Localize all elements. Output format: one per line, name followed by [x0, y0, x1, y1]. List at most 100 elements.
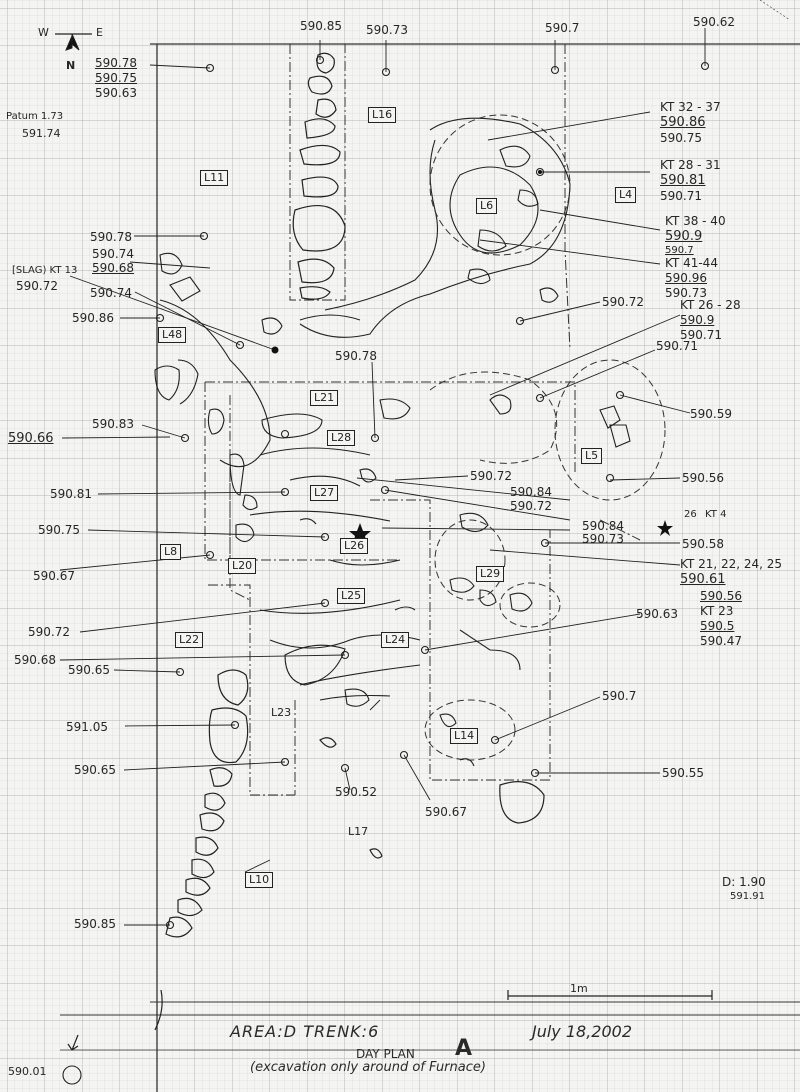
kt-label: KT 32 - 37: [660, 100, 721, 114]
elevation-label: 590.68: [92, 261, 134, 275]
locus-l24: L24: [381, 632, 410, 649]
datum-value: 591.74: [22, 127, 61, 140]
kt-value: 590.9: [665, 229, 703, 244]
locus-l11: L11: [200, 170, 229, 187]
elevation-label: 590.72: [28, 625, 70, 639]
top-elevation-4: 590.62: [693, 15, 735, 29]
compass-west: W: [38, 26, 49, 39]
stack-value: 590.63: [95, 86, 137, 100]
elevation-label: 590.56: [682, 471, 724, 485]
kt-annotation-3: KT 38 - 40 590.9 590.7: [665, 214, 726, 258]
elevation-label: 590.85: [74, 917, 116, 931]
bottom-left-value: 590.01: [8, 1065, 47, 1078]
elevation-label: 590.68: [14, 653, 56, 667]
kt-annotation-7: KT 21, 22, 24, 25 590.61: [680, 557, 782, 588]
kt-value: 590.96: [665, 271, 707, 285]
kt-value: 590.7: [665, 245, 694, 257]
kt-annotation-5: KT 26 - 28 590.9 590.71: [680, 298, 741, 343]
kt-value: 590.5: [700, 619, 735, 633]
elevation-label: 590.81: [50, 487, 92, 501]
elevation-label: 590.74: [90, 286, 132, 300]
kt-label: KT 21, 22, 24, 25: [680, 557, 783, 571]
locus-l23: L23: [271, 706, 292, 719]
locus-l16: L16: [368, 107, 397, 124]
elevation-label: 590.73: [582, 532, 624, 546]
kt-value: 590.56: [700, 589, 742, 603]
elevation-label: 590.52: [335, 785, 377, 799]
locus-l25: L25: [337, 588, 366, 605]
kt-annotation-8: 590.56 KT 23 590.5 590.47: [700, 589, 742, 649]
area-trench-title: AREA:D TRENK:6: [230, 1022, 380, 1041]
elevation-label: 590.86: [72, 311, 114, 325]
elevation-label: 590.72: [470, 469, 512, 483]
elevation-label: 590.72: [16, 279, 58, 293]
elevation-label: 590.74: [92, 247, 134, 261]
locus-l17: L17: [348, 825, 369, 838]
top-elevation-2: 590.73: [366, 23, 408, 37]
kt-annotation-6-number: 26: [684, 509, 697, 520]
north-arrow-icon: [55, 33, 92, 51]
kt-label: KT 26 - 28: [680, 298, 741, 312]
elevation-label: 590.67: [425, 805, 467, 819]
locus-l20: L20: [228, 558, 257, 575]
day-plan-title: DAY PLAN: [356, 1047, 415, 1061]
filled-points: [271, 170, 542, 354]
locus-l27: L27: [310, 485, 339, 502]
sheet-frame: [60, 0, 800, 1092]
locus-l29: L29: [476, 566, 505, 583]
elevation-label: 590.59: [690, 407, 732, 421]
slag-label: [SLAG) KT 13: [12, 265, 78, 276]
kt-value: 590.9: [680, 313, 715, 327]
excavation-boundaries: [204, 44, 641, 796]
elevation-label: 590.84: [510, 485, 552, 499]
stones-l10: [165, 669, 545, 938]
kt-value: 590.47: [700, 634, 742, 648]
scale-bar: [507, 990, 713, 1000]
compass-east: E: [96, 26, 103, 39]
dashed-circles: [424, 114, 666, 761]
kt-label: KT 23: [700, 604, 734, 618]
elevation-label: 590.72: [602, 295, 644, 309]
kt-value: 590.61: [680, 572, 726, 587]
kt-value: 590.86: [660, 115, 706, 130]
elevation-label: 590.55: [662, 766, 704, 780]
kt-annotation-6: KT 4: [705, 509, 727, 520]
elevation-label: 590.78: [90, 230, 132, 244]
kt-value: 590.71: [660, 189, 702, 204]
plan-subtitle: (excavation only around of Furnace): [250, 1060, 486, 1075]
elevation-label: 590.65: [68, 663, 110, 677]
d-datum-label: D: 1.90: [722, 875, 766, 889]
locus-l4: L4: [615, 187, 637, 204]
elevation-label: 590.75: [38, 523, 80, 537]
top-elevation-1: 590.85: [300, 19, 342, 33]
locus-l6: L6: [476, 198, 498, 215]
top-elevation-3: 590.7: [545, 21, 580, 35]
kt-value: 590.71: [680, 328, 722, 342]
kt-label: KT 41-44: [665, 256, 718, 270]
locus-l22: L22: [175, 632, 204, 649]
kt-value: 590.73: [665, 286, 707, 300]
bottom-arrow-icon: [67, 1034, 79, 1051]
stones-l16: [292, 52, 346, 300]
stack-value: 590.75: [95, 71, 137, 85]
locus-l10: L10: [245, 872, 274, 889]
elevation-label: 590.83: [92, 417, 134, 431]
top-left-elevation-stack: 590.78 590.75 590.63: [95, 56, 137, 101]
locus-l5: L5: [581, 448, 603, 465]
d-datum-value: 591.91: [730, 891, 765, 902]
locus-l14: L14: [450, 728, 479, 745]
kt-label: KT 38 - 40: [665, 214, 726, 228]
elevation-label: 590.63: [636, 607, 678, 621]
elevation-label: 590.78: [335, 349, 377, 363]
scale-label: 1m: [570, 982, 588, 995]
elevation-label: 590.65: [74, 763, 116, 777]
elevation-label: 591.05: [66, 720, 108, 734]
locus-l26: L26: [340, 538, 369, 555]
level-points: [62, 55, 710, 1085]
locus-l21: L21: [310, 390, 339, 407]
compass-north: N: [66, 59, 76, 72]
locus-l28: L28: [327, 430, 356, 447]
kt-annotation-2: KT 28 - 31 590.81 590.71: [660, 158, 721, 204]
